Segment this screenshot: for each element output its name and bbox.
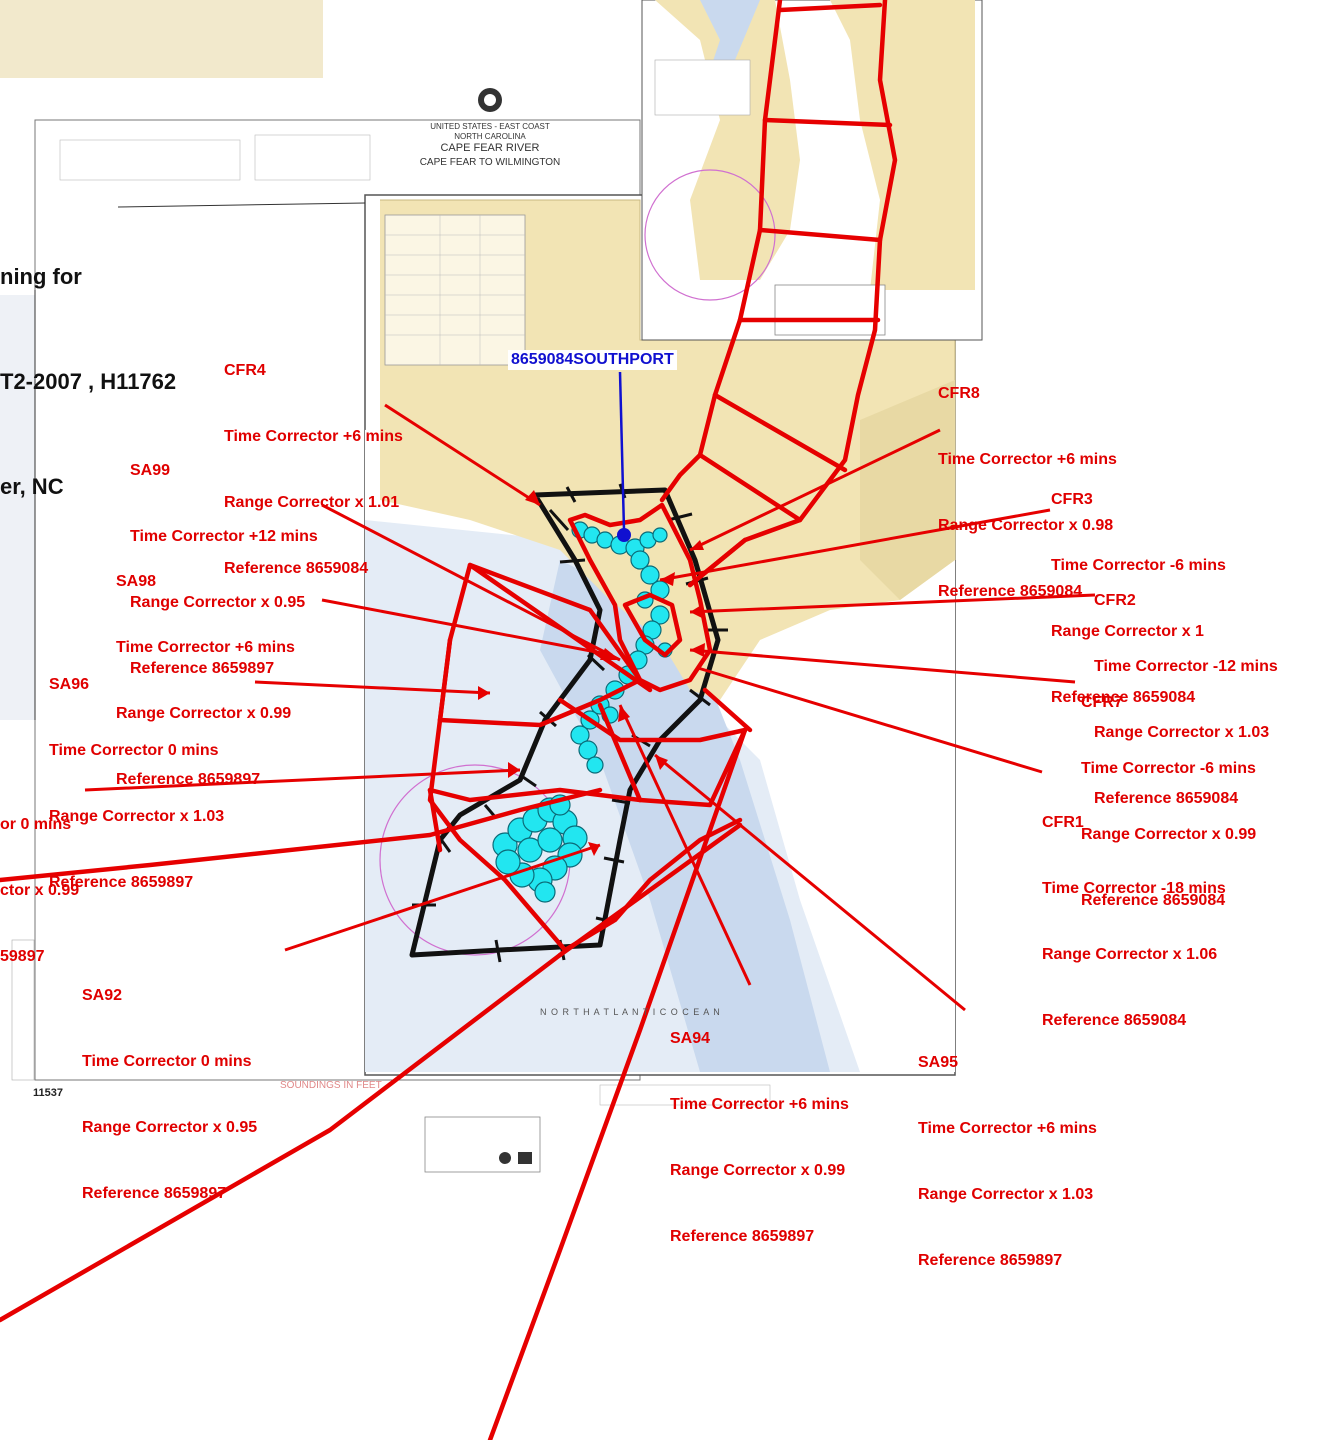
zone-label-cfr8: CFR8 Time Corrector +6 mins Range Correc…: [938, 339, 1117, 625]
zone-label-cfr2: CFR2 Time Corrector -12 mins Range Corre…: [1094, 546, 1278, 832]
zone-label-sa95: SA95 Time Corrector +6 mins Range Correc…: [918, 1008, 1097, 1294]
title-panel-bg: [0, 0, 323, 78]
zone-line: Time Corrector -18 mins: [1042, 880, 1226, 897]
leader-arrowheads: [478, 490, 705, 856]
leader-lines: [84, 403, 1096, 1012]
zone-line: Range Corrector x 0.99: [1081, 826, 1257, 843]
zone-label-cfr3: CFR3 Time Corrector -6 mins Range Correc…: [1051, 445, 1226, 731]
zone-line: Reference 8659084: [1051, 689, 1196, 706]
zone-line: SA96: [49, 676, 90, 693]
chart-reach: CAPE FEAR TO WILMINGTON: [419, 157, 561, 168]
zone-line: Range Corrector x 1.03: [1094, 724, 1270, 741]
zone-line: Reference 8659084: [1081, 892, 1226, 909]
zone-line: Time Corrector +12 mins: [130, 528, 318, 545]
zone-line: Reference 8659897: [130, 660, 275, 677]
zone-line: or 0 mins: [0, 816, 72, 833]
zone-line: Reference 8659897: [116, 771, 261, 788]
zone-line: Reference 8659084: [1094, 790, 1239, 807]
zone-label-sa96: SA96 Time Corrector 0 mins Range Correct…: [49, 630, 224, 916]
zone-line: CFR2: [1094, 592, 1136, 609]
zone-line: CFR7: [1081, 694, 1123, 711]
zone-line: Reference 8659084: [938, 583, 1083, 600]
zone-line: Reference 8659897: [918, 1252, 1063, 1269]
tide-zone-boundaries: [0, 0, 898, 1440]
inset-fragment: [0, 295, 35, 720]
zone-line: Time Corrector +6 mins: [224, 428, 403, 445]
zone-line: ctor x 0.99: [0, 882, 80, 899]
zone-line: Reference 8659897: [82, 1185, 227, 1202]
zone-line: Range Corrector x 1: [1051, 623, 1204, 640]
zone-line: Time Corrector 0 mins: [49, 742, 219, 759]
zone-line: Time Corrector +6 mins: [116, 639, 295, 656]
title-line: T2-2007 , H11762: [0, 369, 177, 394]
zone-line: SA94: [670, 1030, 711, 1047]
zone-line: Range Corrector x 1.03: [918, 1186, 1094, 1203]
zone-label-sa98: SA98 Time Corrector +6 mins Range Correc…: [116, 527, 295, 813]
zone-line: Range Corrector x 0.95: [130, 594, 306, 611]
zone-line: Time Corrector +6 mins: [670, 1096, 849, 1113]
chart-ocean: N O R T H A T L A N T I C O C E A N: [540, 1007, 721, 1017]
zone-line: 59897: [0, 948, 45, 965]
zone-line: CFR8: [938, 385, 980, 402]
zone-label-partial: or 0 mins ctor x 0.99 59897: [0, 770, 79, 990]
title-rule: [117, 202, 366, 208]
zone-line: Range Corrector x 1.01: [224, 494, 400, 511]
zone-line: Reference 8659897: [49, 874, 194, 891]
zone-line: Reference 8659084: [1042, 1012, 1187, 1029]
zone-line: Range Corrector x 0.99: [116, 705, 292, 722]
zone-line: SA92: [82, 987, 123, 1004]
zone-line: Reference 8659897: [670, 1228, 815, 1245]
zone-label-cfr7: CFR7 Time Corrector -6 mins Range Correc…: [1081, 648, 1256, 934]
zone-line: Range Corrector x 0.98: [938, 517, 1114, 534]
zone-label-sa92: SA92 Time Corrector 0 mins Range Correct…: [82, 941, 257, 1227]
zone-line: SA98: [116, 573, 157, 590]
zone-line: Time Corrector -6 mins: [1051, 557, 1226, 574]
zone-line: Range Corrector x 1.03: [49, 808, 225, 825]
zone-label-sa99: SA99 Time Corrector +12 mins Range Corre…: [130, 416, 318, 702]
zone-line: Range Corrector x 1.06: [1042, 946, 1218, 963]
zone-line: Time Corrector -12 mins: [1094, 658, 1278, 675]
inset-chart: [641, 0, 983, 341]
zone-line: Range Corrector x 0.95: [82, 1119, 258, 1136]
zone-line: CFR3: [1051, 491, 1093, 508]
zone-label-cfr1: CFR1 Time Corrector -18 mins Range Corre…: [1042, 768, 1226, 1054]
station-marker: [617, 371, 631, 542]
zone-label-cfr4: CFR4 Time Corrector +6 mins Range Correc…: [224, 316, 403, 602]
zone-line: SA99: [130, 462, 171, 479]
title-block: ning for T2-2007 , H11762 er, NC: [0, 189, 176, 539]
zone-line: CFR4: [224, 362, 266, 379]
station-label: 8659084SOUTHPORT: [508, 350, 677, 370]
zone-line: Time Corrector 0 mins: [82, 1053, 252, 1070]
chart-state: NORTH CAROLINA: [454, 132, 526, 141]
zone-line: Time Corrector -6 mins: [1081, 760, 1256, 777]
chart-number: 11537: [33, 1087, 63, 1099]
chart-soundings: SOUNDINGS IN FEET: [280, 1080, 382, 1091]
zone-label-sa94: SA94 Time Corrector +6 mins Range Correc…: [670, 984, 849, 1270]
chart-river: CAPE FEAR RIVER: [440, 142, 540, 154]
title-line: er, NC: [0, 474, 64, 499]
zone-line: Time Corrector +6 mins: [918, 1120, 1097, 1137]
zone-line: Range Corrector x 0.99: [670, 1162, 846, 1179]
zone-line: Time Corrector +6 mins: [938, 451, 1117, 468]
chart-country: UNITED STATES - EAST COAST: [430, 122, 550, 131]
zone-line: Reference 8659084: [224, 560, 369, 577]
zone-line: CFR1: [1042, 814, 1084, 831]
zone-line: SA95: [918, 1054, 959, 1071]
title-line: ning for: [0, 264, 82, 289]
